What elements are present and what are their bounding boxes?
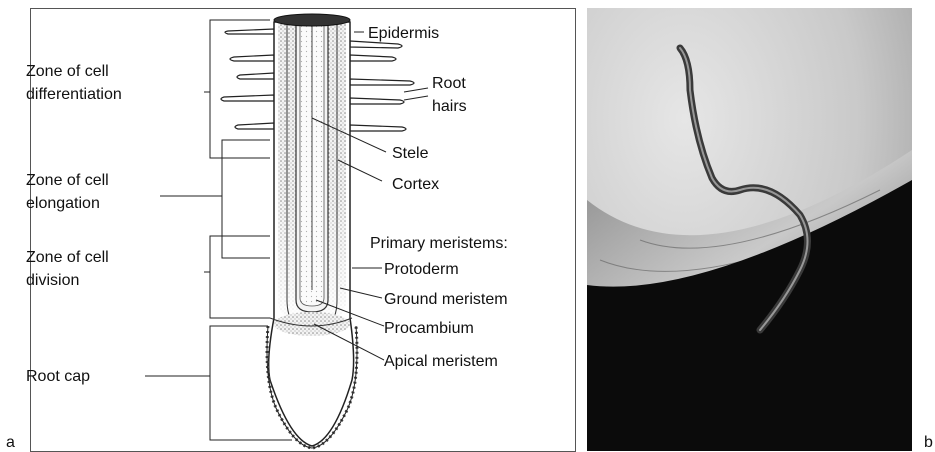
label-zone-elongation-2: elongation <box>26 195 100 212</box>
label-zone-differentiation-2: differentiation <box>26 86 122 103</box>
label-primary-meristems: Primary meristems: <box>370 235 508 252</box>
label-root-hairs-1: Root <box>432 75 466 92</box>
label-root-cap: Root cap <box>26 368 90 385</box>
panel-b-letter: b <box>924 434 933 451</box>
label-zone-differentiation-1: Zone of cell <box>26 63 109 80</box>
panel-a: a <box>6 9 576 452</box>
label-procambium: Procambium <box>384 320 474 337</box>
label-epidermis: Epidermis <box>368 25 439 42</box>
label-apical-meristem: Apical meristem <box>384 353 498 370</box>
epidermis-cut <box>274 14 350 26</box>
label-zone-division-2: division <box>26 272 79 289</box>
apical-meristem <box>274 312 350 336</box>
label-protoderm: Protoderm <box>384 261 459 278</box>
label-zone-division-1: Zone of cell <box>26 249 109 266</box>
label-ground-meristem: Ground meristem <box>384 291 508 308</box>
panel-a-letter: a <box>6 434 15 451</box>
label-stele: Stele <box>392 145 429 162</box>
label-cortex: Cortex <box>392 176 439 193</box>
label-root-hairs-2: hairs <box>432 98 467 115</box>
label-zone-elongation-1: Zone of cell <box>26 172 109 189</box>
panel-b: b <box>587 8 933 451</box>
